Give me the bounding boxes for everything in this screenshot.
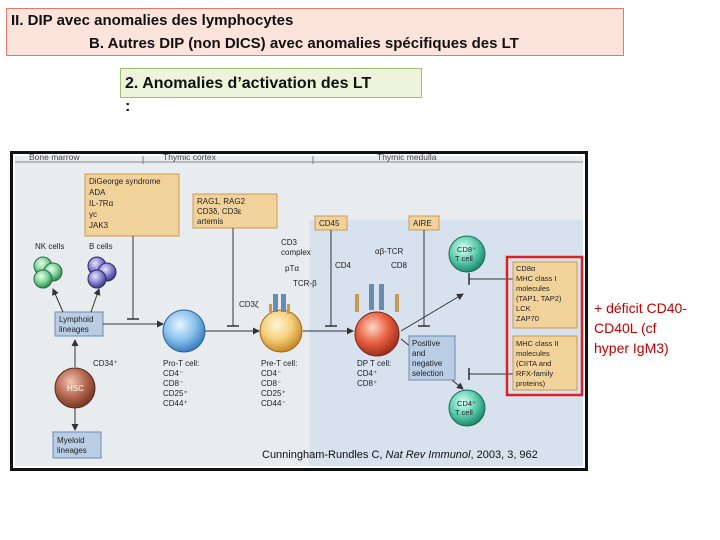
cd45-box: CD45 — [314, 215, 348, 231]
citation-authors: Cunningham-Rundles C, — [262, 449, 386, 461]
svg-text:AIRE: AIRE — [413, 219, 432, 228]
svg-text:DiGeorge syndrome: DiGeorge syndrome — [89, 177, 161, 186]
cd4-t-cell-label-2: T cell — [455, 408, 473, 417]
nk-cells-label: NK cells — [35, 242, 64, 251]
svg-text:CD44⁺: CD44⁺ — [163, 399, 188, 408]
svg-text:RFX-family: RFX-family — [516, 369, 553, 378]
cd4-label: CD4 — [335, 261, 352, 270]
tcr-beta-label: TCR-β — [293, 279, 317, 288]
b-cells-label: B cells — [89, 242, 113, 251]
region-thymic-medulla: Thymic medulla — [377, 154, 437, 162]
title-line-2: B. Autres DIP (non DICS) avec anomalies … — [89, 35, 519, 52]
svg-text:artemis: artemis — [197, 217, 223, 226]
svg-text:IL-7Rα: IL-7Rα — [89, 199, 114, 208]
cd8-label: CD8 — [391, 261, 408, 270]
region-thymic-cortex: Thymic cortex — [163, 154, 217, 162]
cd8-t-cell-icon — [448, 235, 486, 273]
svg-text:CD44⁻: CD44⁻ — [261, 399, 286, 408]
lymphoid-lineages-box: Lymphoid lineages — [54, 311, 104, 337]
figure-frame: Bone marrow Thymic cortex Thymic medulla… — [10, 151, 588, 471]
svg-text:(CIITA and: (CIITA and — [516, 359, 551, 368]
subheading-text: 2. Anomalies d’activation des LT — [125, 75, 372, 92]
cd8-t-cell-label-1: CD8⁺ — [457, 245, 476, 254]
svg-text:RAG1, RAG2: RAG1, RAG2 — [197, 197, 246, 206]
title-box: II. DIP avec anomalies des lymphocytes B… — [6, 8, 624, 56]
pre-tcr-receptor-icon — [269, 294, 290, 314]
svg-text:negative: negative — [412, 359, 443, 368]
svg-text:ADA: ADA — [89, 188, 106, 197]
svg-text:(TAP1, TAP2): (TAP1, TAP2) — [516, 294, 562, 303]
aire-box: AIRE — [408, 215, 440, 231]
svg-text:Pro-T cell:: Pro-T cell: — [163, 359, 199, 368]
svg-text:molecules: molecules — [516, 284, 550, 293]
svg-text:CD25⁺: CD25⁺ — [163, 389, 188, 398]
cd8-defects-box: CD8α MHC class I molecules (TAP1, TAP2) … — [512, 261, 578, 329]
dp-t-cell-markers: DP T cell: CD4⁺ CD8⁺ — [357, 359, 391, 388]
svg-text:MHC class I: MHC class I — [516, 274, 556, 283]
ab-tcr-label: αβ-TCR — [375, 247, 404, 256]
myeloid-lineages-box: Myeloid lineages — [52, 431, 102, 459]
cd3zeta-label: CD3ζ — [239, 300, 259, 309]
svg-text:Positive: Positive — [412, 339, 441, 348]
svg-text:CD8⁺: CD8⁺ — [357, 379, 377, 388]
cd34-label: CD34⁺ — [93, 359, 118, 368]
dp-t-cell-icon — [354, 311, 400, 357]
svg-text:CD4⁻: CD4⁻ — [261, 369, 281, 378]
svg-text:CD3δ, CD3ε: CD3δ, CD3ε — [197, 207, 242, 216]
b-cells-icon — [87, 256, 117, 289]
cd4-t-cell-icon — [448, 389, 486, 427]
citation: Cunningham-Rundles C, Nat Rev Immunol, 2… — [262, 449, 538, 461]
cd40-deficiency-note: + déficit CD40- CD40L (cf hyper IgM3) — [594, 300, 687, 356]
svg-text:JAK3: JAK3 — [89, 221, 109, 230]
subheading-colon: : — [125, 98, 131, 115]
svg-text:CD45: CD45 — [319, 219, 340, 228]
svg-text:lineages: lineages — [57, 446, 87, 455]
citation-details: , 2003, 3, 962 — [470, 449, 538, 461]
svg-text:CD4⁻: CD4⁻ — [163, 369, 183, 378]
cd4-t-cell-label-1: CD4⁺ — [457, 399, 476, 408]
cd3-complex-label-2: complex — [281, 248, 311, 257]
pre-t-cell-markers: Pre-T cell: CD4⁻ CD8⁻ CD25⁺ CD44⁻ — [261, 359, 297, 408]
pro-t-cell-markers: Pro-T cell: CD4⁻ CD8⁻ CD25⁺ CD44⁺ — [163, 359, 199, 408]
svg-text:CD8⁻: CD8⁻ — [261, 379, 281, 388]
t-cell-development-diagram: Bone marrow Thymic cortex Thymic medulla… — [15, 154, 584, 466]
region-bone-marrow: Bone marrow — [29, 154, 80, 162]
svg-text:Lymphoid: Lymphoid — [59, 315, 93, 324]
svg-text:Pre-T cell:: Pre-T cell: — [261, 359, 297, 368]
subheading-box: 2. Anomalies d’activation des LT — [120, 68, 422, 98]
nk-cells-icon — [33, 256, 63, 289]
svg-text:MHC class II: MHC class II — [516, 339, 559, 348]
title-line-1: II. DIP avec anomalies des lymphocytes — [11, 12, 294, 29]
mhc2-defects-box: MHC class II molecules (CIITA and RFX-fa… — [512, 335, 578, 391]
svg-text:lineages: lineages — [59, 325, 89, 334]
digeorge-defects-box: DiGeorge syndrome ADA IL-7Rα γc JAK3 — [84, 173, 180, 237]
selection-box: Positive and negative selection — [408, 335, 456, 381]
svg-text:LCK: LCK — [516, 304, 531, 313]
svg-text:proteins): proteins) — [516, 379, 546, 388]
svg-text:DP T cell:: DP T cell: — [357, 359, 391, 368]
hsc-label: HSC — [67, 384, 84, 393]
svg-text:molecules: molecules — [516, 349, 550, 358]
activation-defects-highlight — [505, 255, 584, 397]
svg-text:Myeloid: Myeloid — [57, 436, 85, 445]
svg-text:selection: selection — [412, 369, 444, 378]
svg-text:CD8⁻: CD8⁻ — [163, 379, 183, 388]
ab-tcr-receptor-icon — [355, 284, 399, 312]
pre-t-cell-icon — [259, 309, 303, 353]
cd3-complex-label-1: CD3 — [281, 238, 298, 247]
svg-text:CD4⁺: CD4⁺ — [357, 369, 377, 378]
svg-text:CD25⁺: CD25⁺ — [261, 389, 286, 398]
svg-text:CD8α: CD8α — [516, 264, 536, 273]
svg-text:γc: γc — [89, 210, 97, 219]
pro-t-cell-icon — [162, 309, 206, 353]
ptalpha-label: pTα — [285, 264, 299, 273]
svg-text:ZAP70: ZAP70 — [516, 314, 539, 323]
citation-journal: Nat Rev Immunol — [385, 449, 471, 461]
svg-text:and: and — [412, 349, 425, 358]
cd8-t-cell-label-2: T cell — [455, 254, 473, 263]
rag-defects-box: RAG1, RAG2 CD3δ, CD3ε artemis — [192, 193, 278, 229]
